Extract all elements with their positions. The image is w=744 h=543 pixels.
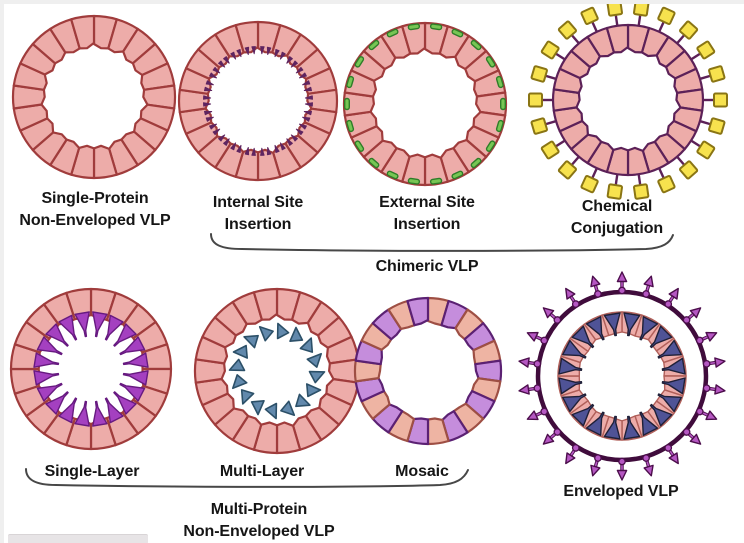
label-line: Multi-Protein xyxy=(210,501,308,518)
label-mosaic: Mosaic xyxy=(395,461,449,483)
label-line: Non-Enveloped VLP xyxy=(19,212,171,229)
top-edge-strip xyxy=(0,0,744,4)
label-single-protein-non-enveloped-vlp: Single-Protein Non-Enveloped VLP xyxy=(19,188,170,232)
vlp-mosaic xyxy=(353,296,503,446)
label-internal-site-insertion: Internal Site Insertion xyxy=(213,192,303,236)
label-multi-layer: Multi-Layer xyxy=(220,461,304,483)
label-line: Multi-Layer xyxy=(219,463,305,480)
vlp-multi-layer xyxy=(193,287,361,455)
vlp-chemical-conjugation xyxy=(528,0,728,200)
label-chemical-conjugation: Chemical Conjugation xyxy=(571,196,663,240)
vlp-enveloped-vlp xyxy=(518,271,726,481)
label-line: Mosaic xyxy=(395,463,449,480)
multi-protein-bracket xyxy=(25,468,469,488)
chimeric-vlp-bracket xyxy=(210,233,674,252)
label-line: Insertion xyxy=(224,216,292,233)
label-external-site-insertion: External Site Insertion xyxy=(379,192,475,236)
vlp-external-site-insertion xyxy=(342,21,508,187)
label-line: Conjugation xyxy=(570,220,664,237)
label-line: Single-Protein xyxy=(41,190,149,207)
video-progress-track[interactable] xyxy=(8,534,148,543)
vlp-single-protein-non-enveloped-vlp xyxy=(11,14,177,180)
vlp-internal-site-insertion xyxy=(177,20,339,182)
label-line: Internal Site xyxy=(212,194,304,211)
label-enveloped-vlp: Enveloped VLP xyxy=(563,481,678,503)
label-line: External Site xyxy=(379,194,475,211)
label-line: Chimeric VLP xyxy=(375,258,479,275)
label-line: Non-Enveloped VLP xyxy=(183,523,335,540)
label-multi-protein-non-enveloped-vlp: Multi-Protein Non-Enveloped VLP xyxy=(183,499,334,543)
left-edge-strip xyxy=(0,0,4,543)
label-single-layer: Single-Layer xyxy=(45,461,140,483)
label-line: Insertion xyxy=(393,216,461,233)
label-line: Single-Layer xyxy=(44,463,140,480)
label-line: Enveloped VLP xyxy=(563,483,679,500)
label-line: Chemical xyxy=(581,198,653,215)
label-chimeric-vlp: Chimeric VLP xyxy=(376,256,479,278)
vlp-single-layer xyxy=(9,287,173,451)
